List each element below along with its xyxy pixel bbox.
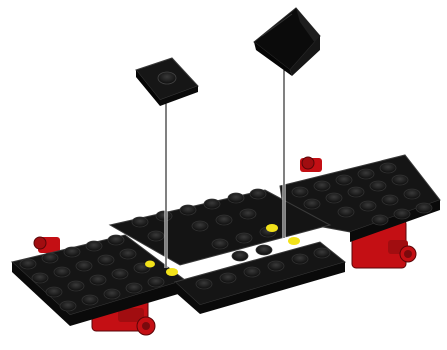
marker-left-1 (166, 268, 178, 276)
slope-brick (254, 8, 320, 76)
plate-1x1 (136, 58, 198, 106)
marker-right-1 (266, 224, 278, 232)
marker-right-2 (288, 237, 300, 245)
marker-left-2 (145, 261, 155, 268)
